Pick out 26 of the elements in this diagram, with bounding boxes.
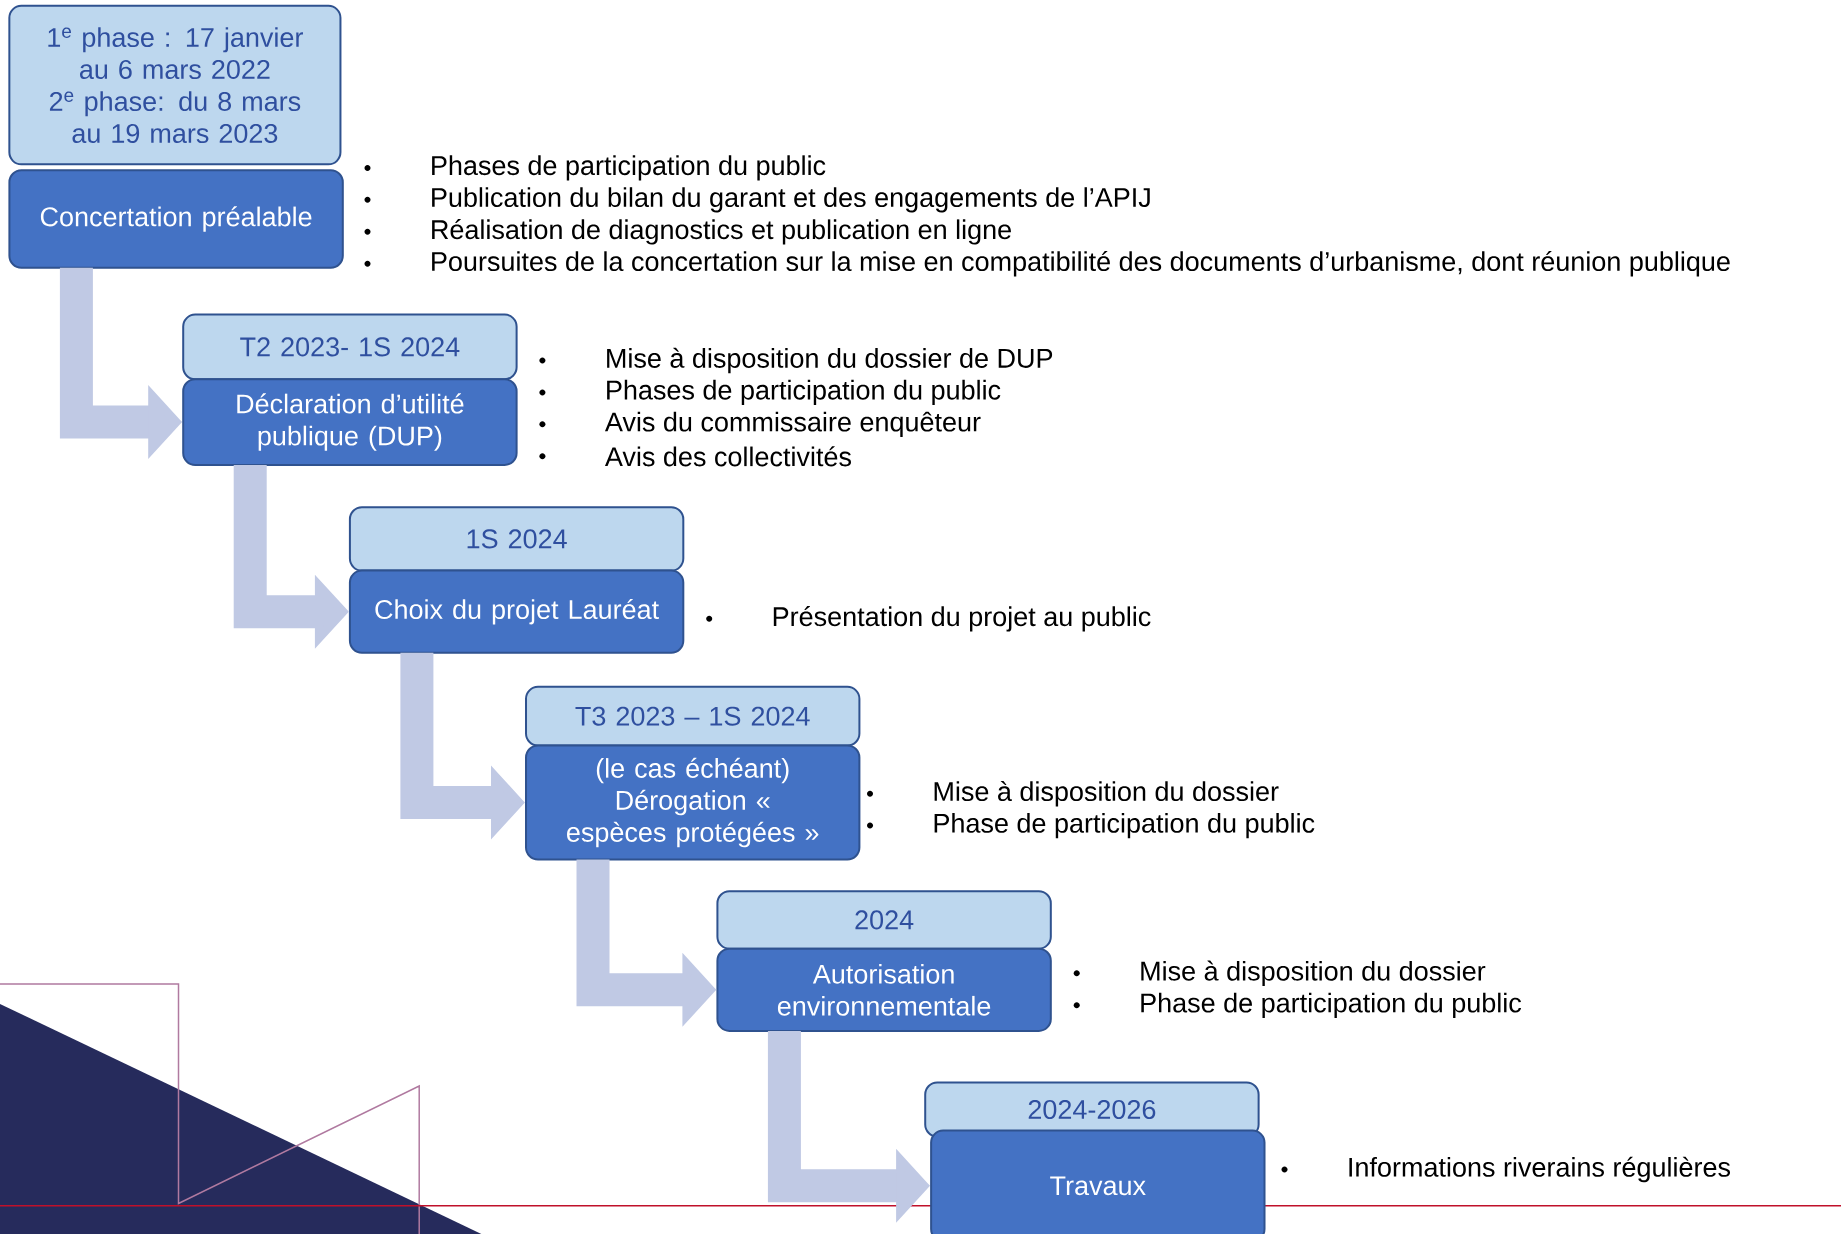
bullet-text: Réalisation de diagnostics et publication en ligne bbox=[432, 219, 1011, 245]
bullet-text: Phase de participation du public bbox=[934, 813, 1315, 839]
bullet-text: Avis des collectivités bbox=[604, 446, 851, 467]
stage-box: Concertation préalable bbox=[8, 169, 344, 269]
date-box: T3 2023 – 1S 2024 bbox=[525, 685, 861, 747]
stage-box: Travaux bbox=[930, 1129, 1266, 1234]
bullet-text: Mise à disposition du dossier bbox=[934, 780, 1279, 807]
bullet-text: Informations riverains régulières bbox=[1349, 1156, 1730, 1183]
date-box: 2024 bbox=[716, 890, 1052, 950]
date-box: 1$^{e}$ phase : 17 janvier au 6 mars 2022 2$^{e}$ phase: du 8 mars au 19 mars 2023 bbox=[8, 4, 342, 166]
bullet-text: Phases de participation du public bbox=[607, 379, 1001, 405]
stage-box: Autorisation environnementale bbox=[716, 947, 1052, 1032]
stage-box: (le cas échéant) Dérogation « espèces protégées » bbox=[525, 744, 861, 861]
bullet-text: Phase de participation du public bbox=[1141, 992, 1522, 1018]
stage-box: Choix du projet Lauréat bbox=[348, 569, 685, 654]
bullet-text: Présentation du projet au public bbox=[773, 606, 1151, 632]
date-box: 2024-2026 bbox=[924, 1081, 1260, 1138]
bullet-text: Mise à disposition du dossier bbox=[1141, 960, 1486, 987]
date-box: T2 2023- 1S 2024 bbox=[182, 313, 518, 381]
bullet-text: Avis du commissaire enquêteur bbox=[604, 411, 981, 437]
bullet-text: Poursuites de la concertation sur la mise en compatibilité des documents d’urbanisme, dont réunion publique bbox=[432, 250, 1730, 277]
bullet-text: Phases de participation du public bbox=[432, 155, 826, 181]
date-box: 1S 2024 bbox=[348, 506, 685, 572]
stage-box: Déclaration d’utilité publique (DUP) bbox=[182, 378, 518, 466]
bullet-text: Publication du bilan du garant et des engagements de l’APIJ bbox=[432, 187, 1150, 213]
bullet-text: Mise à disposition du dossier de DUP bbox=[607, 347, 1053, 374]
